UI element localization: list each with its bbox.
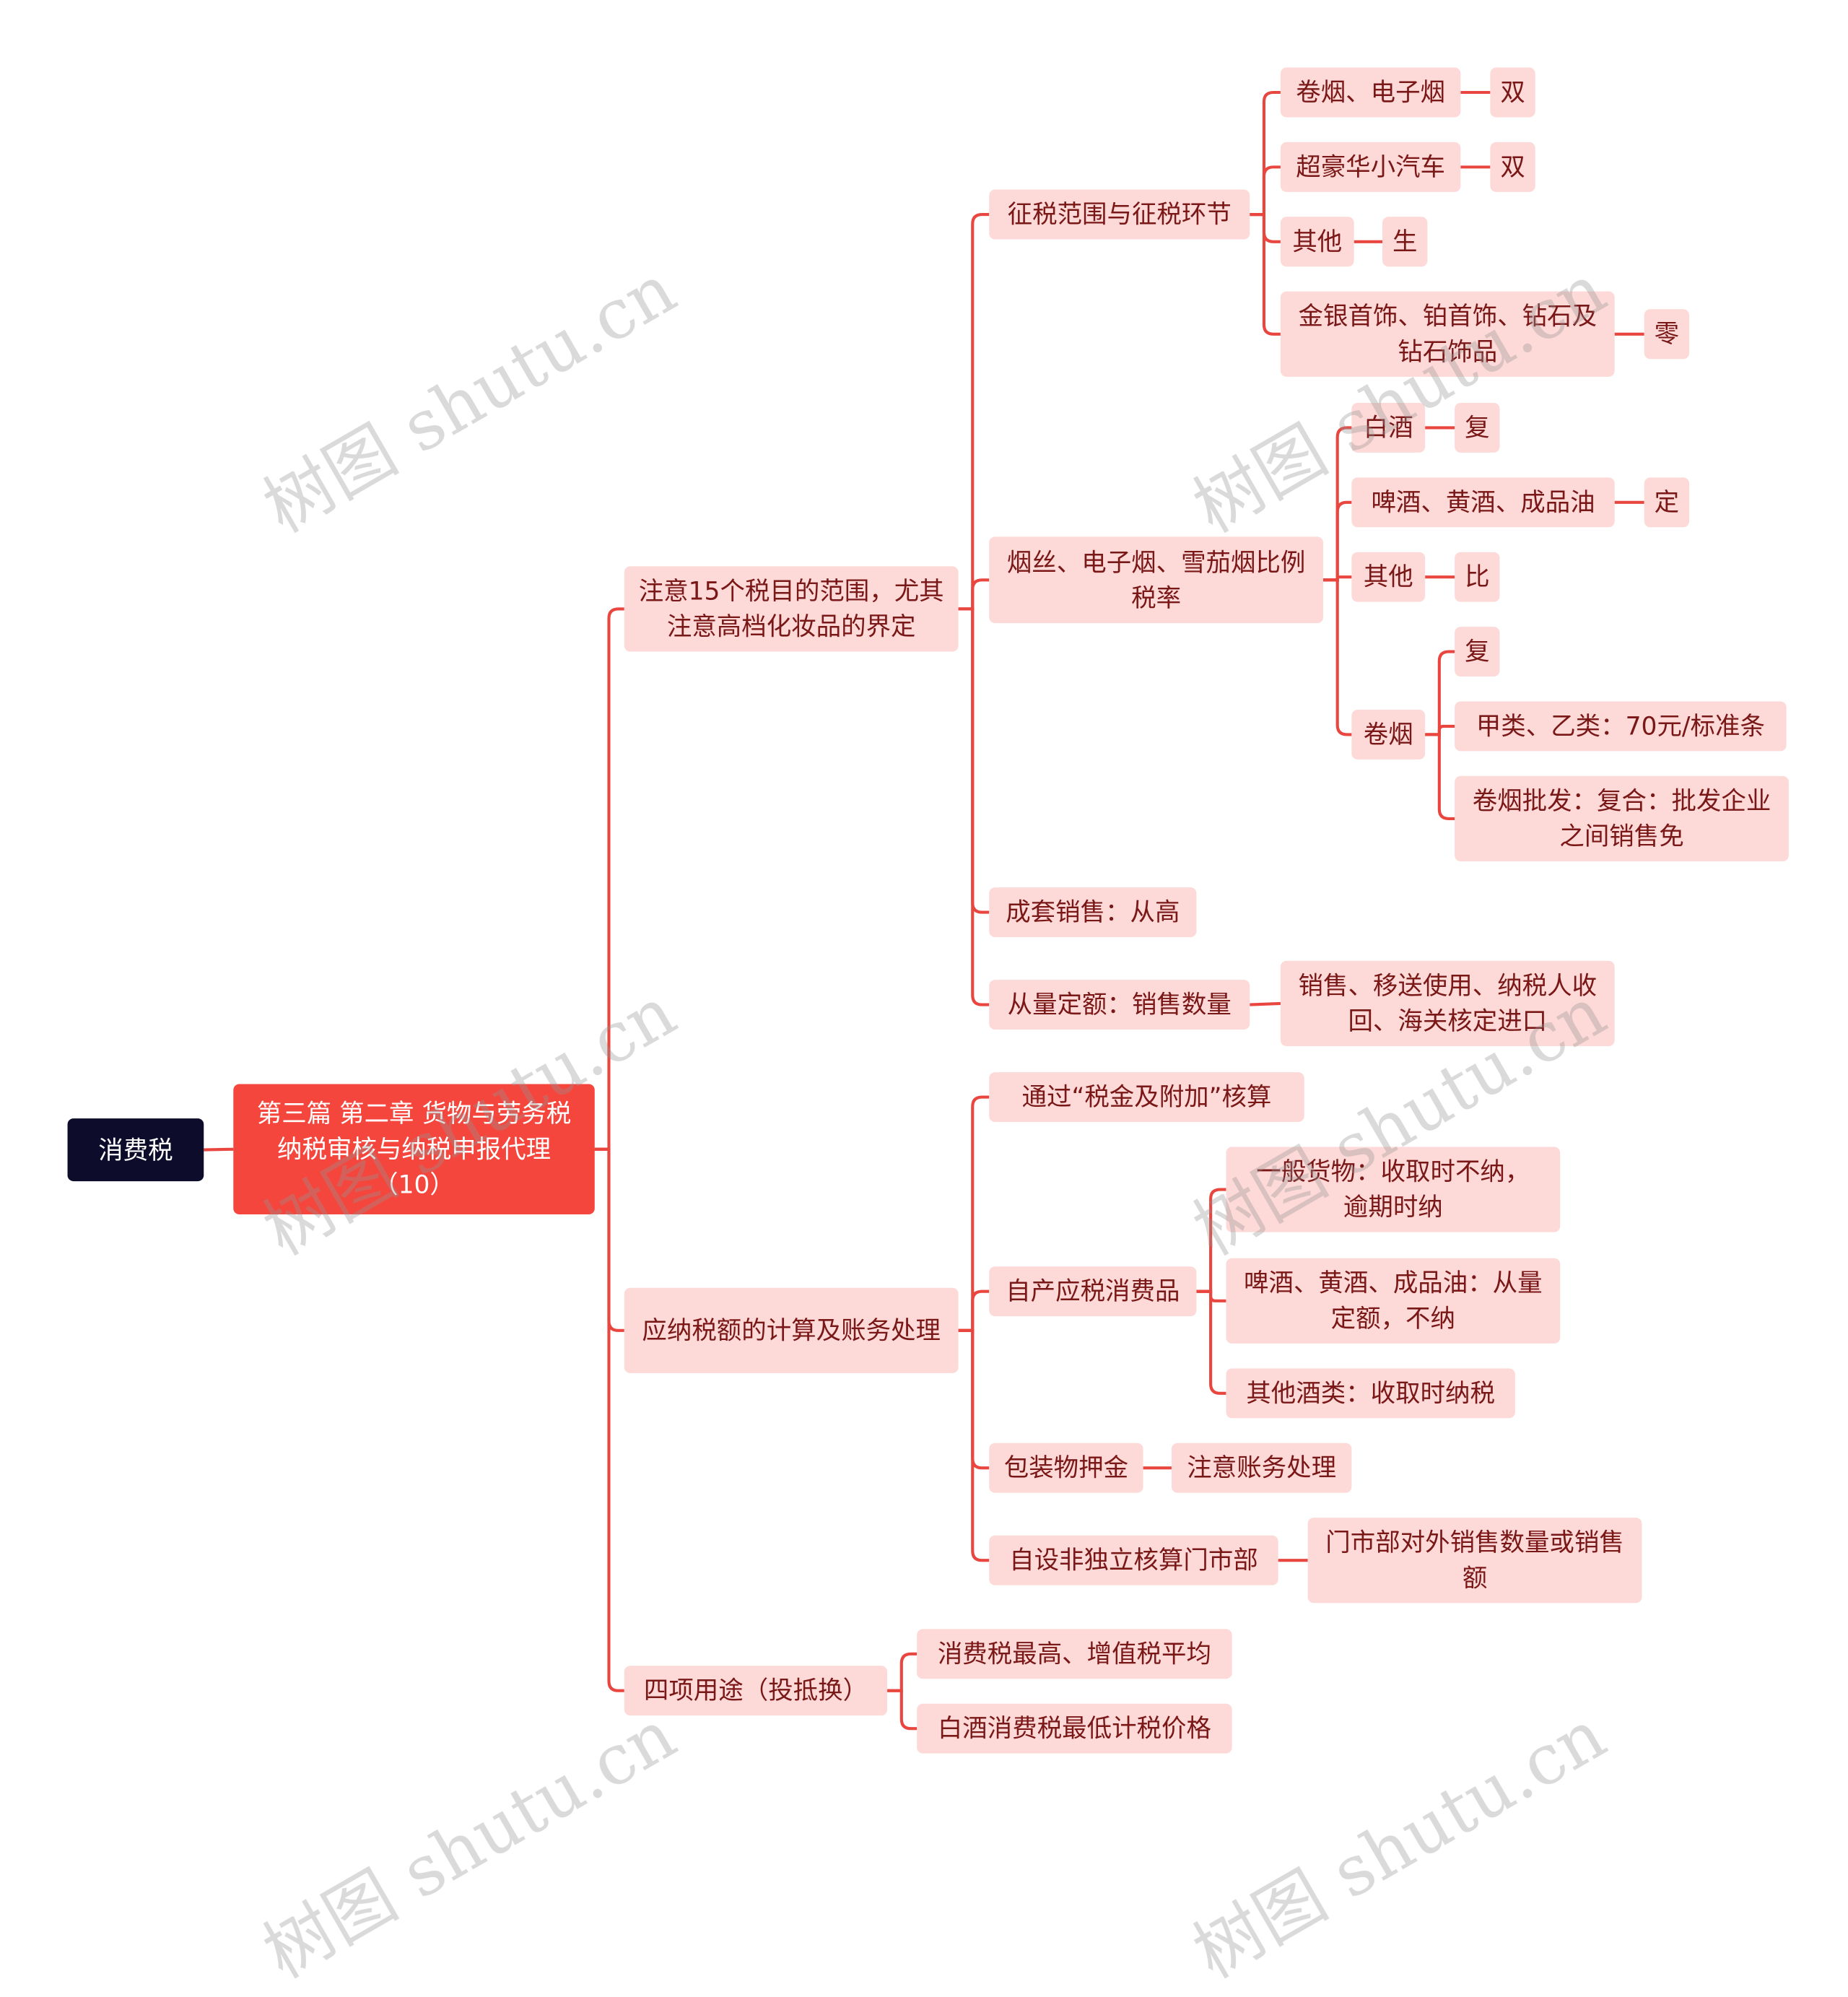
connector-line (958, 1289, 990, 1332)
connector-line (1250, 165, 1281, 217)
cigarette-ecig-node[interactable]: 卷烟、电子烟 (1280, 67, 1461, 118)
beer-oil-deposit-node[interactable]: 啤酒、黄酒、成品油：从量定额，不纳 (1226, 1258, 1561, 1344)
other-node[interactable]: 其他 (1280, 217, 1354, 267)
connector-line (1425, 724, 1455, 736)
connector-lines (204, 90, 1644, 1731)
connector-line (1250, 90, 1281, 217)
connector-line (958, 607, 990, 1006)
highest-price-node[interactable]: 消费税最高、增值税平均 (917, 1629, 1232, 1679)
root-node[interactable]: 消费税 (67, 1118, 204, 1182)
connector-line (1322, 575, 1352, 582)
connector-line (1425, 733, 1455, 820)
connector-line (958, 578, 990, 611)
other-liquor-node[interactable]: 其他酒类：收取时纳税 (1226, 1368, 1515, 1419)
connector-line (887, 1652, 918, 1692)
jewelry-node[interactable]: 金银首饰、铂首饰、钻石及钻石饰品 (1280, 291, 1615, 377)
connector-line (1322, 500, 1352, 582)
min-price-node[interactable]: 白酒消费税最低计税价格 (917, 1703, 1232, 1754)
topic-tax-scope[interactable]: 注意15个税目的范围，尤其注意高档化妆品的界定 (624, 566, 959, 652)
class-ab-node[interactable]: 甲类、乙类：70元/标准条 (1455, 701, 1787, 752)
connector-line (958, 1328, 990, 1562)
wholesale-node[interactable]: 卷烟批发：复合：批发企业之间销售免 (1455, 775, 1789, 862)
accounting-node[interactable]: 注意账务处理 (1171, 1443, 1352, 1493)
tax-surcharge-node[interactable]: 通过“税金及附加”核算 (989, 1072, 1304, 1123)
other-node[interactable]: 其他 (1351, 552, 1426, 602)
connector-line (1250, 212, 1281, 336)
connector-line (958, 212, 990, 611)
sales-transfer-node[interactable]: 销售、移送使用、纳税人收回、海关核定进口 (1280, 960, 1615, 1047)
connector-line (887, 1689, 918, 1731)
luxury-car-node[interactable]: 超豪华小汽车 (1280, 142, 1461, 192)
packaging-deposit-node[interactable]: 包装物押金 (989, 1443, 1143, 1493)
connector-line (1322, 426, 1352, 582)
levy-scope-node[interactable]: 征税范围与征税环节 (989, 189, 1250, 240)
value-node[interactable]: 定 (1644, 477, 1690, 528)
cigarette-node[interactable]: 卷烟 (1351, 709, 1426, 760)
fixed-amount-node[interactable]: 从量定额：销售数量 (989, 980, 1250, 1030)
general-goods-node[interactable]: 一般货物：收取时不纳，逾期时纳 (1226, 1147, 1561, 1232)
topic-four-uses[interactable]: 四项用途（投抵换） (624, 1666, 888, 1716)
connector-line (1196, 1188, 1226, 1293)
value-node[interactable]: 比 (1455, 552, 1500, 602)
topic-tax-calc[interactable]: 应纳税额的计算及账务处理 (624, 1287, 959, 1373)
proportional-rate-node[interactable]: 烟丝、电子烟、雪茄烟比例税率 (989, 536, 1323, 624)
value-node[interactable]: 复 (1455, 402, 1500, 453)
value-node[interactable]: 复 (1455, 627, 1500, 677)
value-node[interactable]: 双 (1490, 67, 1535, 118)
connector-line (958, 1095, 990, 1332)
self-produced-node[interactable]: 自产应税消费品 (989, 1266, 1197, 1317)
connector-line (1250, 1001, 1281, 1006)
connector-line (1196, 1289, 1226, 1395)
value-node[interactable]: 双 (1490, 142, 1535, 192)
store-sales-node[interactable]: 门市部对外销售数量或销售额 (1307, 1518, 1642, 1604)
connector-line (1322, 578, 1352, 736)
baijiu-node[interactable]: 白酒 (1351, 402, 1426, 453)
chapter-node[interactable]: 第三篇 第二章 货物与劳务税纳税审核与纳税申报代理（10） (233, 1084, 595, 1215)
value-node[interactable]: 生 (1382, 217, 1428, 267)
set-sales-node[interactable]: 成套销售：从高 (989, 887, 1197, 938)
connector-line (1425, 650, 1455, 736)
store-node[interactable]: 自设非独立核算门市部 (989, 1535, 1278, 1585)
connector-line (594, 607, 624, 1151)
beer-oil-node[interactable]: 啤酒、黄酒、成品油 (1351, 477, 1615, 528)
mind-map: 消费税 第三篇 第二章 货物与劳务税纳税审核与纳税申报代理（10） 注意15个税… (67, 67, 1789, 1993)
value-node[interactable]: 零 (1644, 309, 1690, 360)
connector-line (594, 1147, 624, 1692)
connector-line (204, 1147, 234, 1152)
